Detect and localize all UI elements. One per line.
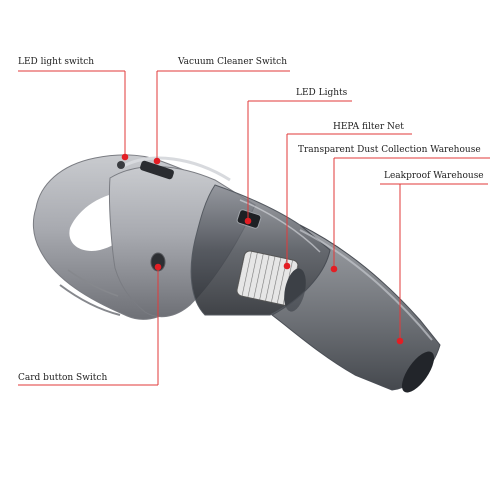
callout-vacuum-cleaner-switch	[153, 70, 290, 165]
callout-led-light-switch	[18, 70, 129, 161]
label-leakproof-warehouse: Leakproof Warehouse	[384, 171, 484, 181]
label-vacuum-cleaner-switch: Vacuum Cleaner Switch	[178, 57, 288, 67]
label-card-button-switch: Card button Switch	[18, 373, 108, 383]
label-led-light-switch: LED light switch	[18, 57, 95, 67]
label-led-lights: LED Lights	[296, 88, 348, 98]
label-hepa-filter-net: HEPA filter Net	[333, 122, 404, 132]
callout-leakproof-warehouse	[380, 183, 488, 345]
callout-led-lights	[244, 100, 352, 225]
vacuum-cleaner-switch[interactable]	[139, 160, 174, 180]
label-transparent-dust-warehouse: Transparent Dust Collection Warehouse	[298, 145, 481, 155]
leakproof-nozzle	[271, 224, 441, 391]
dust-collection-cup	[190, 184, 441, 393]
led-light-switch[interactable]	[117, 161, 125, 169]
callout-hepa-filter-net	[283, 133, 412, 270]
callout-transparent-dust-warehouse	[330, 157, 490, 273]
callout-card-button-switch	[18, 263, 162, 386]
